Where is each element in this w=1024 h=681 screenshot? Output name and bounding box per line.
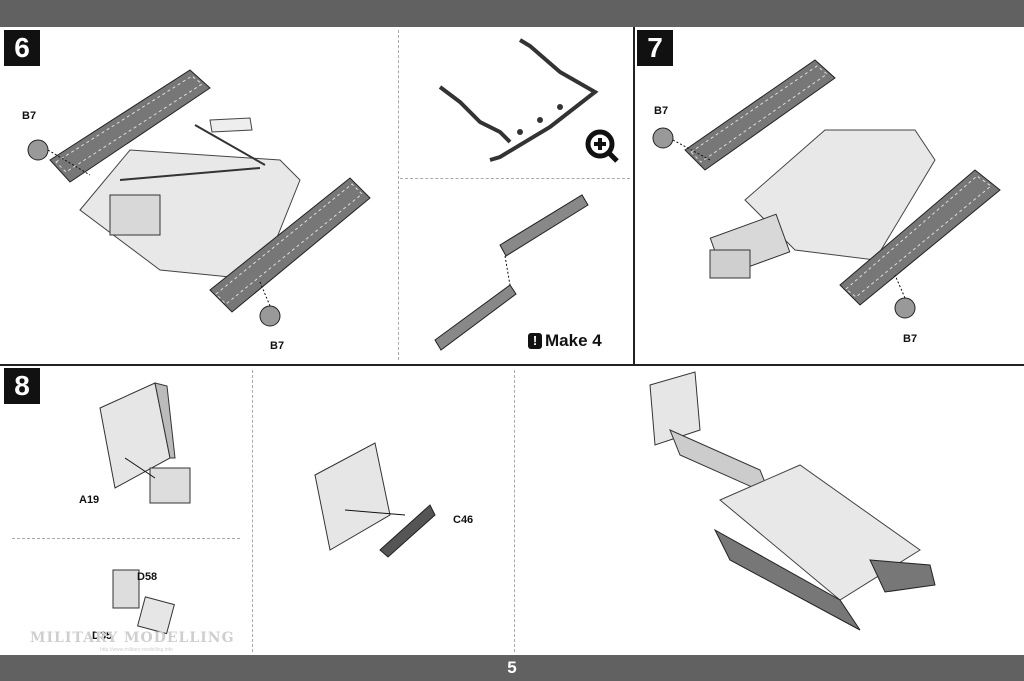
parts-d58-d35-illustration (112, 569, 175, 635)
section-divider-horizontal (0, 364, 1024, 366)
step-7-chassis-illustration (652, 59, 1001, 319)
part-label-a19: A19 (79, 494, 100, 506)
dashed-divider (400, 178, 630, 179)
dashed-divider (514, 370, 515, 652)
dashed-divider (398, 30, 399, 360)
warning-icon: ! (528, 333, 542, 349)
step-6-badge: 6 (4, 30, 40, 66)
dozer-blade-c46-illustration (314, 442, 436, 558)
sprocket-wheel-left (27, 139, 49, 161)
dashed-divider (12, 538, 240, 539)
magnify-plus-icon (585, 129, 619, 163)
part-label-b7: B7 (270, 340, 285, 352)
dashed-divider (252, 370, 253, 652)
section-divider-vertical (633, 27, 635, 365)
step-6-chassis-illustration (27, 69, 371, 327)
suspension-detail-illustration (438, 38, 599, 162)
track-lower (839, 169, 1001, 306)
watermark: MILITARY MODELLING (30, 630, 235, 646)
top-bar (0, 0, 1024, 27)
page-number: 5 (507, 658, 517, 677)
sprocket-wheel-left (652, 127, 674, 149)
make-quantity-text: Make 4 (545, 331, 602, 350)
dozer-blade-a19-illustration (99, 382, 191, 504)
sprocket-wheel-bottom (894, 297, 916, 319)
part-label-d58: D58 (137, 571, 158, 583)
step-7-badge: 7 (637, 30, 673, 66)
step-8-badge: 8 (4, 368, 40, 404)
part-label-c46: C46 (453, 514, 474, 526)
track-upper (49, 69, 211, 183)
part-label-d35: D35 (92, 630, 113, 642)
part-label-b7: B7 (654, 105, 669, 117)
track-upper (684, 59, 836, 171)
part-label-b7: B7 (22, 110, 37, 122)
make-quantity-note: ! Make 4 (528, 331, 602, 351)
step-8-final-assembly-illustration (649, 371, 936, 631)
sprocket-wheel-bottom (259, 305, 281, 327)
track-links-detail-illustration (434, 194, 589, 351)
part-label-b7: B7 (903, 333, 918, 345)
bottom-bar (0, 655, 1024, 681)
watermark-url: http://www.military-modelling.info (100, 647, 173, 653)
track-lower (209, 177, 371, 313)
